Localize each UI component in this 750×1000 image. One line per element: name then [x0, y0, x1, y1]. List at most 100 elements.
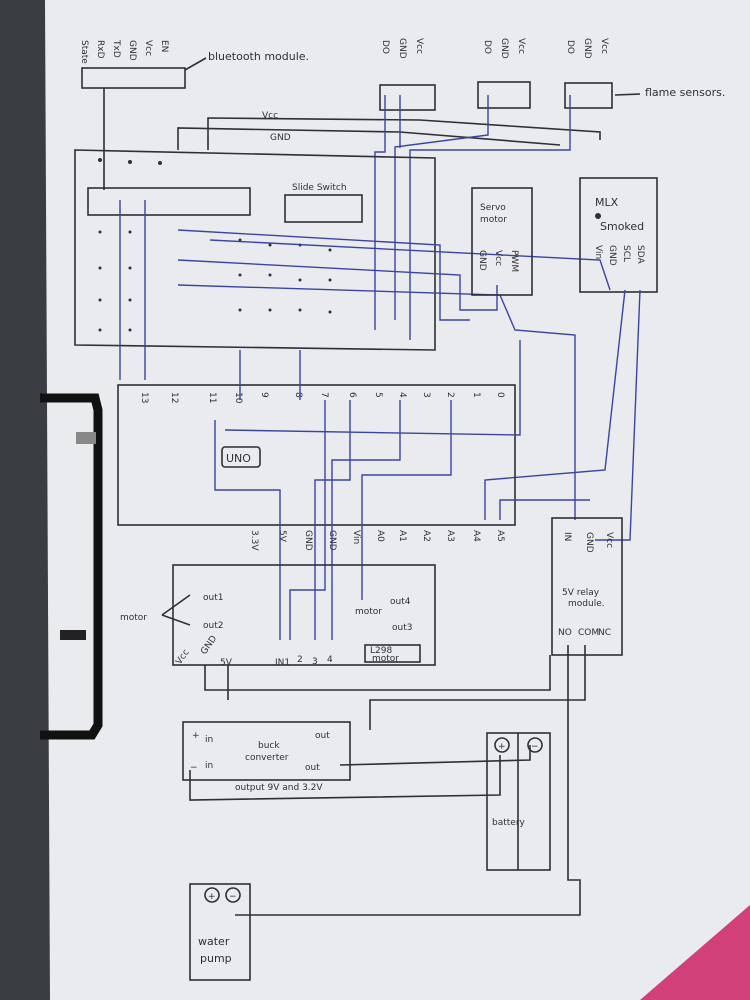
l298-motor_left-label: motor	[120, 613, 147, 623]
wire	[209, 239, 611, 291]
servo-motor: Servo motor GND Vcc PWM	[471, 187, 533, 296]
l298-out2-label: out2	[203, 621, 223, 631]
shape	[189, 883, 251, 981]
bluetooth-pins-1-label: RxD	[95, 40, 105, 59]
pin-dot	[98, 298, 102, 302]
wire	[369, 645, 586, 730]
wire	[177, 229, 470, 321]
wire	[177, 127, 561, 150]
shape: IN GND Vcc 5V relay module. NO COM NC	[558, 532, 614, 638]
pin-dot	[595, 213, 601, 219]
shape	[564, 82, 613, 109]
l298-motor-driver: out1 out2 motor out4 out3 motor Vcc GND …	[120, 564, 551, 700]
pin-dot	[98, 158, 102, 162]
pin-dot	[158, 161, 162, 165]
relay-top_pins-2-label: Vcc	[604, 532, 614, 548]
pin-dot	[494, 737, 510, 753]
shape: State RxD TxD GND Vcc EN	[79, 39, 169, 64]
pin-dot	[128, 328, 132, 332]
l298-inputs-2-label: 3	[312, 657, 318, 667]
uno-digital_pins-9-label: 4	[397, 392, 407, 398]
buck-in_neg-label: in	[205, 761, 213, 771]
bluetooth-pins-2-label: TxD	[111, 39, 121, 58]
flame_sensors-pins-1-2-label: Vcc	[516, 38, 526, 54]
pin-dot	[238, 273, 242, 277]
mlx-subtitle-label: Smoked	[600, 220, 644, 233]
uno-power_pins-7-label: A2	[421, 530, 431, 542]
servo-pins-2-label: PWM	[509, 250, 519, 272]
flame_sensors-pins-2-0-label: DO	[565, 40, 575, 54]
slide-switch-label: Slide Switch	[292, 183, 347, 193]
relay-label2-label: module.	[568, 599, 605, 609]
battery-minus-label: −	[531, 742, 539, 752]
pin-dot	[328, 310, 332, 314]
shape	[87, 187, 251, 216]
arduino-uno: UNO 13 12 11 10 9 8 7 6 5 4 3 2 1 0 3.3V…	[117, 340, 590, 640]
shape	[76, 432, 96, 444]
wire	[235, 645, 581, 916]
l298-label2-label: motor	[372, 654, 399, 664]
pin-dot	[98, 230, 102, 234]
wire	[409, 95, 571, 340]
battery-plus-label: +	[498, 742, 506, 752]
wire	[204, 655, 551, 700]
shape	[284, 194, 363, 223]
shape	[117, 384, 516, 526]
uno-power_pins-9-label: A4	[471, 530, 481, 542]
flame_sensors-pins-0-1-label: GND	[397, 38, 407, 59]
pin-dot	[128, 266, 132, 270]
uno-digital_pins-3-label: 10	[233, 392, 243, 404]
uno-power_pins-0-label: 3.3V	[249, 530, 259, 551]
bluetooth-pins-5-label: EN	[159, 40, 169, 52]
pin-dot	[298, 308, 302, 312]
uno-digital_pins-4-label: 9	[259, 392, 269, 398]
pin-dot	[268, 308, 272, 312]
uno-digital_pins-13-label: 0	[495, 392, 505, 398]
clipboard-clip	[40, 393, 103, 740]
water-pump: + − water pump	[189, 883, 251, 981]
wire	[484, 289, 626, 520]
pin-dot	[298, 278, 302, 282]
uno-digital_pins-1-label: 12	[169, 392, 179, 403]
shape	[60, 630, 86, 640]
uno-digital_pins-6-label: 7	[319, 392, 329, 398]
flame_sensors-pins-2-2-label: Vcc	[599, 38, 609, 54]
relay-label1-label: 5V relay	[562, 588, 600, 598]
uno-power_pins-6-label: A1	[397, 530, 407, 542]
buck-out_neg-label: out	[305, 763, 320, 773]
buck-plus-label: +	[192, 731, 200, 741]
pin-dot	[328, 248, 332, 252]
uno-power_pins-8-label: A3	[445, 530, 455, 542]
shape: + in − in out out buck converter output …	[190, 731, 330, 793]
buck-label1-label: buck	[258, 741, 280, 751]
l298-inputs-0-label: IN1	[275, 658, 290, 668]
pin-dot	[225, 887, 241, 903]
pin-dot	[98, 328, 102, 332]
wire	[331, 400, 401, 640]
wire	[499, 499, 590, 520]
pin-dot	[527, 737, 543, 753]
rails-vcc-label: Vcc	[262, 111, 278, 121]
pump-label2-label: pump	[200, 952, 232, 965]
buck-label2-label: converter	[245, 753, 289, 763]
wire	[161, 594, 191, 626]
servo-label2-label: motor	[480, 215, 507, 225]
shape	[551, 517, 623, 656]
uno-digital_pins-8-label: 5	[373, 392, 383, 398]
mlx-title-label: MLX	[595, 196, 619, 209]
flame_sensors-pins-0-0-label: DO	[380, 40, 390, 54]
pin-dot	[128, 160, 132, 164]
shape	[379, 84, 436, 111]
bluetooth-module: State RxD TxD GND Vcc EN bluetooth modul…	[79, 39, 309, 89]
wire	[74, 149, 436, 351]
pin-dot	[238, 238, 242, 242]
shape	[172, 564, 436, 666]
pin-dot	[268, 273, 272, 277]
pin-dot	[238, 308, 242, 312]
flame-sensors: DO GND Vcc DO GND Vcc DO GND Vcc flame s…	[379, 38, 725, 111]
uno-power_pins-10-label: A5	[495, 530, 505, 542]
wire	[361, 400, 452, 600]
relay-module: IN GND Vcc 5V relay module. NO COM NC	[235, 517, 623, 916]
flame_sensors-pins-2-1-label: GND	[582, 38, 592, 59]
